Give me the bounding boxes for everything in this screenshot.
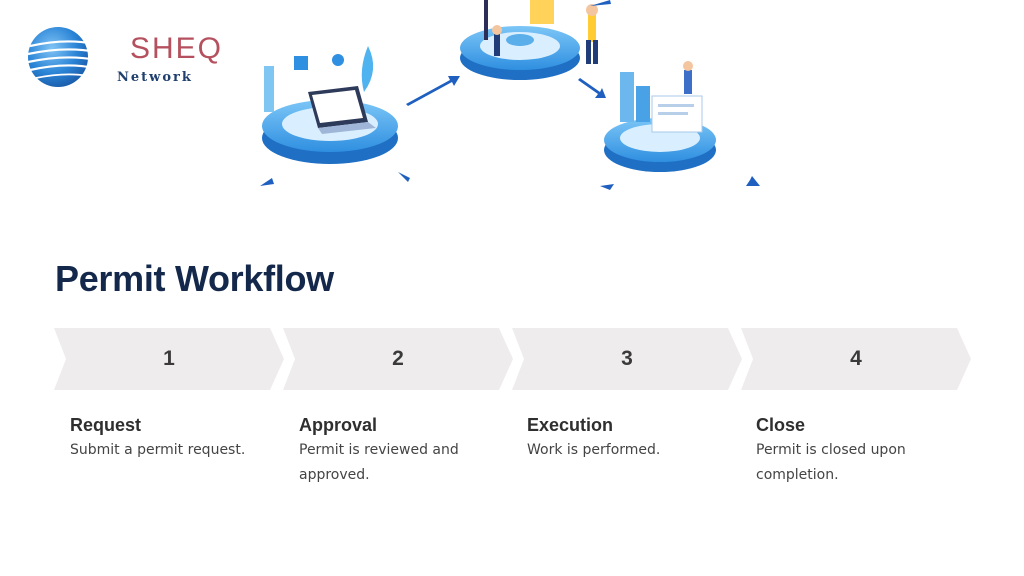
step-3-details: Execution Work is performed. [527, 414, 727, 463]
step-title: Execution [527, 415, 614, 435]
laptop-platform [262, 46, 398, 164]
step-number: 1 [163, 347, 175, 370]
step-description: Work is performed. [527, 442, 661, 458]
step-description: Submit a permit request. [70, 442, 246, 458]
step-1-details: Request Submit a permit request. [70, 414, 270, 463]
globe-icon [27, 27, 96, 87]
step-4-chevron: 4 [741, 328, 971, 390]
step-number: 3 [621, 347, 633, 370]
step-title: Request [70, 415, 142, 435]
cycle-arrows [260, 0, 760, 190]
step-title: Close [756, 415, 806, 435]
step-number: 2 [392, 347, 404, 370]
step-3-chevron: 3 [512, 328, 742, 390]
step-2-chevron: 2 [283, 328, 513, 390]
team-platform [460, 0, 598, 80]
step-title: Approval [299, 415, 378, 435]
chevron-shape [54, 328, 284, 390]
chevron-shape [512, 328, 742, 390]
logo-subtitle: Network [117, 70, 193, 85]
workflow-illustration [260, 0, 760, 190]
page-title: Permit Workflow [55, 258, 334, 299]
step-2-details: Approval Permit is reviewed and approved… [299, 414, 479, 488]
documents-platform [604, 61, 716, 172]
step-1-chevron: 1 [54, 328, 284, 390]
step-description: Permit is closed upon completion. [756, 442, 906, 483]
step-number: 4 [850, 347, 862, 370]
logo-name: SHEQ [130, 32, 224, 65]
sheq-logo: SHEQ Network [26, 24, 221, 94]
workflow-steps: 1 2 3 4 [54, 328, 972, 390]
step-4-details: Close Permit is closed upon completion. [756, 414, 936, 488]
step-description: Permit is reviewed and approved. [299, 442, 459, 483]
chevron-shape [283, 328, 513, 390]
chevron-shape [741, 328, 971, 390]
